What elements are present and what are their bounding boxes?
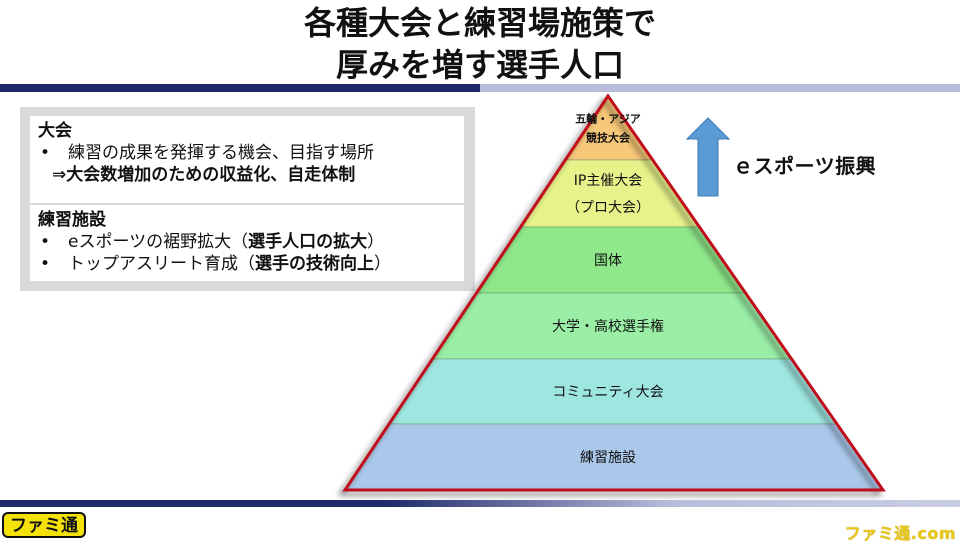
panel-facilities-item-2: • トップアスリート育成（選手の技術向上） [38, 253, 456, 275]
panel-tournaments-line2: ⇒大会数増加のための収益化、自走体制 [52, 165, 356, 185]
panel-facilities: 練習施設 • eスポーツの裾野拡大（選手人口の拡大） • トップアスリート育成（… [30, 205, 464, 281]
pyramid-tier-1 [564, 95, 654, 161]
panel-facilities-heading: 練習施設 [38, 210, 106, 230]
item-2-text: トップアスリート育成（ [68, 254, 255, 274]
esports-promotion-label: ｅスポーツ振興 [733, 154, 877, 178]
pyramid-tier-1-label-2: 競技大会 [586, 130, 631, 144]
pyramid-tier-6-label: 練習施設 [580, 450, 636, 466]
title-line-1: 各種大会と練習場施策で [303, 4, 656, 42]
item-2-text-wrap: トップアスリート育成（選手の技術向上） [68, 253, 391, 275]
bullet-dot: • [40, 232, 51, 252]
panel-tournaments-heading: 大会 [38, 121, 72, 141]
footer-rule [0, 500, 960, 507]
bullet-dot: • [40, 254, 51, 274]
famitsu-com-watermark: ファミ通.com [844, 524, 956, 543]
item-2-close: ） [374, 254, 391, 274]
info-box: 大会 • 練習の成果を発揮する機会、目指す場所 ⇒大会数増加のための収益化、自走… [20, 107, 475, 291]
item-1-text: eスポーツの裾野拡大（ [68, 232, 249, 252]
title-rule [0, 84, 960, 92]
panel-facilities-item-1: • eスポーツの裾野拡大（選手人口の拡大） [38, 231, 456, 253]
up-arrow-icon [686, 117, 730, 197]
pyramid-tier-3-label: 国体 [594, 253, 622, 269]
item-1-text-wrap: eスポーツの裾野拡大（選手人口の拡大） [68, 231, 384, 253]
item-1-close: ） [367, 232, 385, 252]
title-line-2: 厚みを増す選手人口 [335, 46, 624, 84]
panel-tournaments: 大会 • 練習の成果を発揮する機会、目指す場所 ⇒大会数増加のための収益化、自走… [30, 116, 464, 203]
pyramid-tier-2-label: IP主催大会 [574, 173, 643, 189]
item-2-bold: 選手の技術向上 [255, 254, 374, 274]
pyramid-tier-5-label: コミュニティ大会 [552, 384, 663, 400]
panel-tournaments-line1: 練習の成果を発揮する機会、目指す場所 [68, 143, 374, 163]
item-1-bold: 選手人口の拡大 [248, 232, 368, 252]
bullet-dot: • [40, 143, 51, 163]
slide-title: 各種大会と練習場施策で 厚みを増す選手人口 [0, 2, 960, 86]
pyramid-tier-2-label-2: （プロ大会） [566, 200, 650, 216]
pyramid-tier-2 [519, 159, 701, 228]
famitsu-logo: ファミ通 [2, 512, 86, 538]
pyramid-tier-4-label: 大学・高校選手権 [552, 318, 664, 335]
pyramid-tier-1-label: 五輪・アジア [575, 111, 641, 125]
pyramid-outline [342, 93, 886, 492]
panel-tournaments-item: • 練習の成果を発揮する機会、目指す場所 [38, 142, 456, 164]
